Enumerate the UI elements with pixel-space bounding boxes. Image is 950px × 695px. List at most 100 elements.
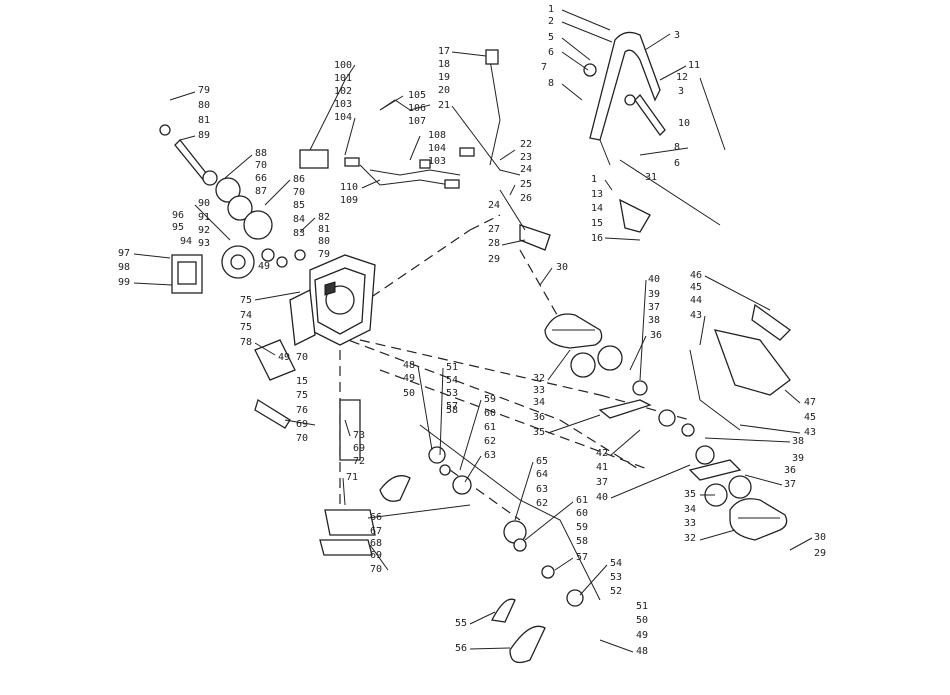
callout-label: 63 xyxy=(536,484,548,495)
callout-label: 46 xyxy=(690,270,702,281)
assembly-guides xyxy=(334,214,691,521)
callout-label: 61 xyxy=(576,495,588,506)
callout-label: 72 xyxy=(353,456,365,467)
callout-label: 107 xyxy=(408,116,426,127)
callout-label: 93 xyxy=(198,238,210,249)
callout-label: 70 xyxy=(255,160,267,171)
handle-assembly xyxy=(583,31,721,233)
callout-label: 36 xyxy=(533,412,545,423)
callout-label: 51 xyxy=(636,601,648,612)
callout-label: 49 xyxy=(403,373,415,384)
callout-label: 69 xyxy=(353,443,365,454)
callout-label: 80 xyxy=(198,100,210,111)
callout-label: 3 xyxy=(678,86,684,97)
callout-label: 66 xyxy=(370,512,382,523)
callout-label: 45 xyxy=(804,412,816,423)
callout-label: 62 xyxy=(484,436,496,447)
callout-label: 103 xyxy=(334,99,352,110)
callout-label: 57 xyxy=(446,401,458,412)
callout-label: 14 xyxy=(591,203,603,214)
callout-label: 52 xyxy=(610,586,622,597)
callout-label: 50 xyxy=(403,388,415,399)
callout-label: 25 xyxy=(520,179,532,190)
callout-labels: 1 2 3 5 6 7 8 11 12 3 10 8 6 1 31 13 14 … xyxy=(118,4,826,657)
callout-label: 47 xyxy=(804,397,816,408)
callout-label: 63 xyxy=(484,450,496,461)
callout-label: 1 xyxy=(548,4,554,15)
callout-label: 2 xyxy=(548,16,554,27)
callout-label: 71 xyxy=(346,472,358,483)
callout-label: 41 xyxy=(596,462,608,473)
callout-label: 33 xyxy=(533,385,545,396)
callout-label: 1 xyxy=(591,174,597,185)
callout-label: 69 xyxy=(296,419,308,430)
callout-label: 49 xyxy=(278,352,290,363)
callout-label: 54 xyxy=(610,558,622,569)
callout-label: 33 xyxy=(684,518,696,529)
callout-label: 15 xyxy=(296,376,308,387)
callout-label: 29 xyxy=(814,548,826,559)
callout-label: 43 xyxy=(690,310,702,321)
callout-label: 37 xyxy=(648,302,660,313)
callout-label: 100 xyxy=(334,60,352,71)
callout-label: 3 xyxy=(674,30,680,41)
tracks-lower xyxy=(688,445,788,541)
callout-label: 6 xyxy=(674,158,680,169)
callout-label: 39 xyxy=(792,453,804,464)
callout-label: 32 xyxy=(533,373,545,384)
callout-label: 19 xyxy=(438,72,450,83)
callout-label: 95 xyxy=(172,222,184,233)
callout-label: 36 xyxy=(650,330,662,341)
callout-label: 64 xyxy=(536,469,548,480)
callout-label: 42 xyxy=(596,448,608,459)
callout-label: 54 xyxy=(446,375,458,386)
callout-label: 26 xyxy=(520,193,532,204)
callout-label: 56 xyxy=(455,643,467,654)
callout-label: 49 xyxy=(258,261,270,272)
callout-label: 74 xyxy=(240,310,252,321)
callout-label: 58 xyxy=(446,405,458,416)
callout-label: 79 xyxy=(198,85,210,96)
callout-label: 27 xyxy=(488,224,500,235)
callout-label: 18 xyxy=(438,59,450,70)
callout-label: 60 xyxy=(484,408,496,419)
callout-label: 24 xyxy=(488,200,500,211)
callout-label: 108 xyxy=(428,130,446,141)
callout-label: 81 xyxy=(318,224,330,235)
callout-label: 11 xyxy=(688,60,700,71)
callout-label: 70 xyxy=(370,564,382,575)
callout-label: 65 xyxy=(536,456,548,467)
callout-label: 97 xyxy=(118,248,130,259)
callout-label: 94 xyxy=(180,236,192,247)
callout-label: 58 xyxy=(576,536,588,547)
callout-label: 51 xyxy=(446,362,458,373)
callout-label: 66 xyxy=(255,173,267,184)
callout-label: 90 xyxy=(198,198,210,209)
callout-label: 85 xyxy=(293,200,305,211)
callout-label: 70 xyxy=(296,433,308,444)
callout-label: 104 xyxy=(334,112,352,123)
callout-label: 8 xyxy=(674,142,680,153)
callout-label: 86 xyxy=(293,174,305,185)
callout-label: 21 xyxy=(438,100,450,111)
callout-label: 29 xyxy=(488,254,500,265)
callout-label: 68 xyxy=(370,538,382,549)
callout-label: 15 xyxy=(591,218,603,229)
callout-label: 24 xyxy=(520,164,532,175)
callout-label: 99 xyxy=(118,277,130,288)
callout-label: 103 xyxy=(428,156,446,167)
callout-label: 75 xyxy=(240,295,252,306)
callout-label: 62 xyxy=(536,498,548,509)
callout-label: 83 xyxy=(293,228,305,239)
callout-label: 34 xyxy=(684,504,696,515)
callout-label: 40 xyxy=(648,274,660,285)
callout-label: 35 xyxy=(684,489,696,500)
callout-label: 48 xyxy=(403,360,415,371)
callout-label: 49 xyxy=(636,630,648,641)
callout-label: 50 xyxy=(636,615,648,626)
callout-label: 32 xyxy=(684,533,696,544)
callout-label: 57 xyxy=(576,552,588,563)
callout-label: 78 xyxy=(240,337,252,348)
callout-label: 40 xyxy=(596,492,608,503)
